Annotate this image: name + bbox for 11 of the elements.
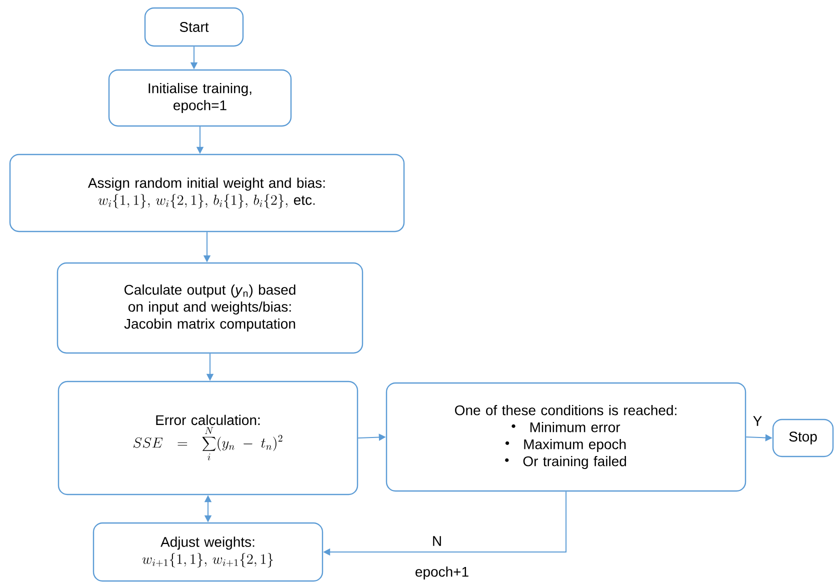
- terminal-box: Start: [144, 7, 244, 47]
- process-box: Adjust weights: $w_{i+1}\{1,1\},\, w_{i+1}\{2,1\}$: [92, 522, 324, 582]
- condition-box: One of these conditions is reached: Minimum error Maximum epoch Or training failed: [386, 382, 746, 492]
- process-box: Assign random initial weight and bias: $w_i\{1,1\},\, w_i\{2,1\},\, b_i\{1\},\, b_i\{2\},\, \mathrm{etc.}$: [9, 154, 405, 232]
- process-box: Calculate output (y$_{n}$) based on input and weights/bias: Jacobin matrix computation: [56, 262, 364, 354]
- annotation: epoch+1: [416, 566, 468, 580]
- process-box: Stop: [772, 418, 834, 458]
- process-box: Error calculation: $SSE = \sum_{i}^{N} (y_n - t_n)^2$: [58, 380, 358, 496]
- edge-label: N: [430, 535, 444, 547]
- edge-label: Y: [752, 415, 764, 427]
- process-box: Initialise training, epoch=1: [108, 69, 292, 127]
